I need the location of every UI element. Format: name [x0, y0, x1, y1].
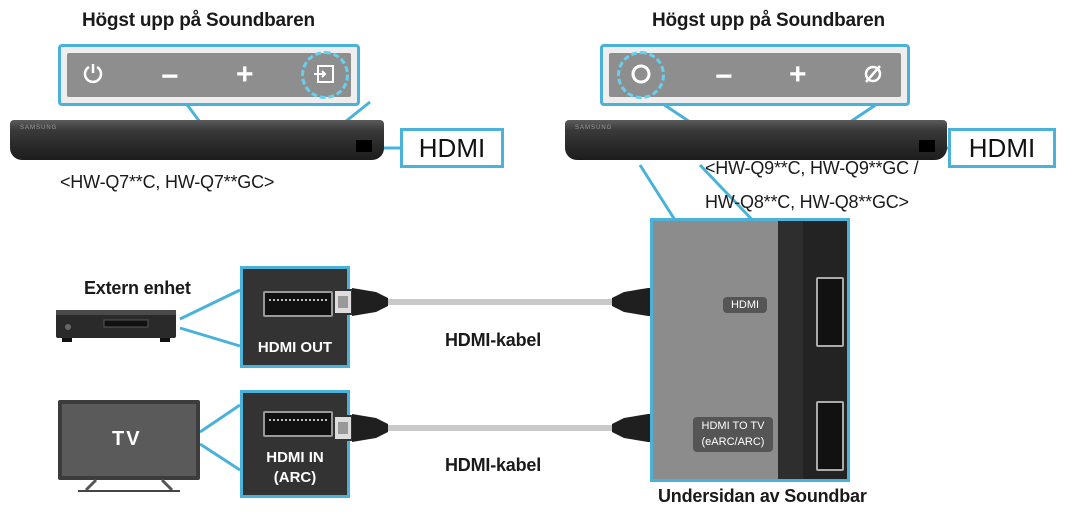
hdmi-out-port-box: HDMI OUT	[240, 266, 350, 368]
minus-icon[interactable]: −	[161, 60, 179, 93]
hdmi-plug	[333, 288, 388, 316]
top-right-title: Högst upp på Soundbaren	[652, 10, 885, 31]
hdmi-out-port	[263, 291, 333, 317]
hdmi-to-tv-line1: HDMI TO TV	[701, 420, 765, 432]
hdmi-in-label-line2: (ARC)	[273, 469, 317, 486]
soundbar-bottom-caption: Undersidan av Soundbar	[658, 486, 867, 506]
top-left-hdmi-tag: HDMI	[400, 128, 504, 168]
soundbar-q7: SAMSUNG	[10, 120, 384, 160]
top-left-model: <HW-Q7**C, HW-Q7**GC>	[60, 172, 275, 192]
top-right-model-line2: HW-Q8**C, HW-Q8**GC>	[705, 192, 909, 212]
highlight-ring	[617, 51, 665, 99]
external-device-label: Extern enhet	[84, 278, 191, 298]
minus-icon[interactable]: −	[715, 60, 733, 93]
mic-off-icon[interactable]	[861, 62, 885, 92]
hdmi-in-label-line1: HDMI IN	[266, 449, 324, 466]
bottom-hdmi-to-tv-port	[816, 401, 844, 471]
top-right-button-panel: − +	[600, 44, 910, 106]
hdmi-out-label: HDMI OUT	[257, 339, 333, 356]
plus-icon[interactable]: +	[236, 58, 254, 91]
tv-label: TV	[112, 428, 142, 450]
hdmi-plug	[333, 414, 388, 442]
soundbar-bottom-panel: HDMI HDMI TO TV (eARC/ARC)	[650, 218, 850, 482]
hdmi-to-tv-line2: (eARC/ARC)	[701, 436, 765, 448]
tv-image: TV	[56, 398, 202, 494]
hdmi-cable-lower	[380, 425, 620, 431]
external-device-image	[52, 306, 180, 344]
hdmi-cable-upper-label: HDMI-kabel	[445, 330, 542, 350]
hdmi-in-port-box: HDMI IN (ARC)	[240, 390, 350, 498]
source-icon[interactable]	[313, 62, 337, 92]
highlight-ring	[301, 51, 349, 99]
bottom-port-hdmi-to-tv-label: HDMI TO TV (eARC/ARC)	[693, 417, 773, 452]
soundbar-q9: SAMSUNG	[565, 120, 947, 160]
top-left-button-panel: − +	[58, 44, 360, 106]
top-left-title: Högst upp på Soundbaren	[82, 10, 315, 31]
plus-icon[interactable]: +	[789, 58, 807, 91]
top-right-model-line1: <HW-Q9**C, HW-Q9**GC /	[705, 158, 919, 178]
hdmi-cable-lower-label: HDMI-kabel	[445, 455, 542, 475]
bottom-hdmi-port	[816, 277, 844, 347]
top-right-hdmi-tag: HDMI	[948, 128, 1056, 168]
hdmi-in-port	[263, 411, 333, 437]
bottom-port-hdmi-label: HDMI	[723, 297, 767, 313]
multi-function-icon[interactable]	[629, 62, 653, 92]
hdmi-cable-upper	[380, 299, 620, 305]
power-icon[interactable]	[81, 61, 105, 91]
